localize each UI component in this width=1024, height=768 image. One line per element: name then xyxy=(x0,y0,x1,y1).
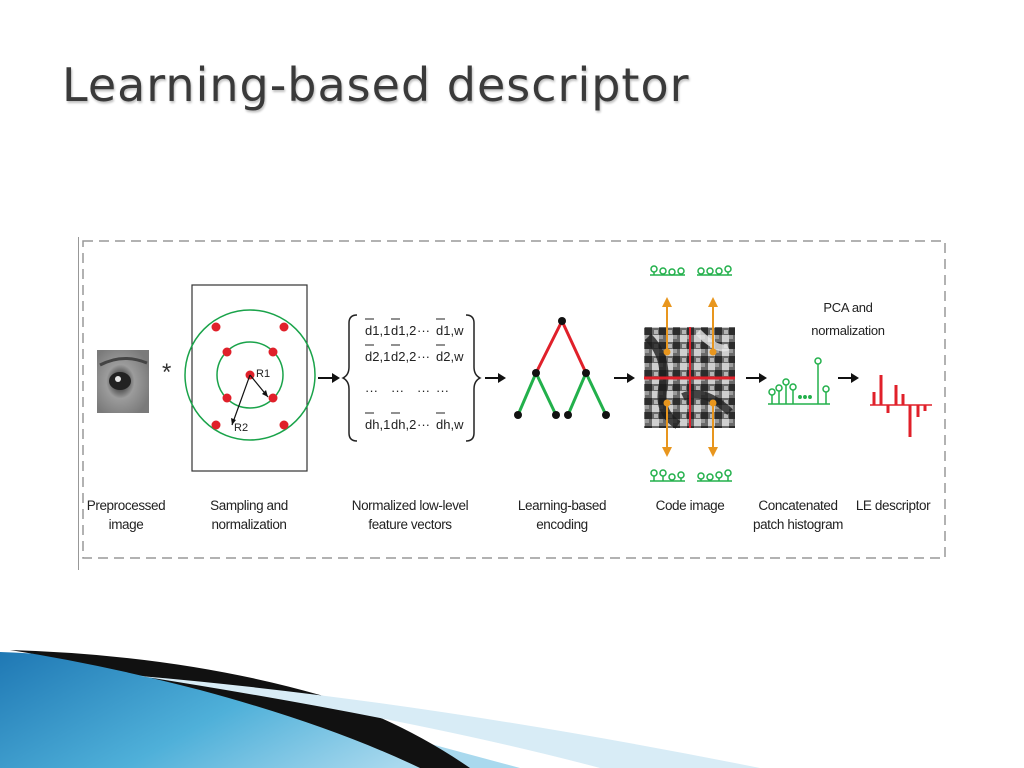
sampling-diagram: R1 R2 xyxy=(184,284,316,472)
matrix-cell: d2,1 xyxy=(365,349,390,364)
vector-bars xyxy=(365,318,445,414)
stage-label-le-descriptor: LE descriptor xyxy=(843,496,943,515)
matrix-cell: dh,w xyxy=(436,417,464,432)
le-descriptor-bars xyxy=(870,375,932,437)
matrix-cell: dh,1 xyxy=(365,417,390,432)
matrix-cell: ··· xyxy=(417,383,430,398)
radius-label-2: R2 xyxy=(234,422,248,434)
le-pipeline-figure: * R1 R2 xyxy=(78,237,950,572)
pca-label-line2: normalization xyxy=(811,323,884,338)
flow-arrow-2 xyxy=(485,373,506,383)
label-line: Normalized low-level xyxy=(351,498,469,513)
convolution-symbol: * xyxy=(162,359,171,386)
encoding-tree xyxy=(514,317,610,419)
label-line: encoding xyxy=(536,517,588,532)
label-line: Sampling and xyxy=(210,498,288,513)
label-line: Code image xyxy=(655,498,725,513)
label-line: Concatenated xyxy=(758,498,838,513)
stage-label-sampling: Sampling and normalization xyxy=(194,496,304,534)
matrix-cell: d1,1 xyxy=(365,323,390,338)
stage-label-histogram: Concatenated patch histogram xyxy=(743,496,853,534)
label-line: feature vectors xyxy=(368,517,452,532)
matrix-cell: d2,w xyxy=(436,349,464,364)
dashed-frame xyxy=(82,240,946,559)
flow-arrow-1 xyxy=(318,373,340,383)
slide-title: Learning-based descriptor xyxy=(62,58,690,112)
flow-arrow-4 xyxy=(746,373,767,383)
flow-arrow-5 xyxy=(838,373,859,383)
feature-vector-matrix: d1,1 d1,2 ··· d1,w d2,1 d2,2 ··· d2,w ··… xyxy=(341,314,482,442)
matrix-cell: d2,2 xyxy=(391,349,416,364)
matrix-cell: ··· xyxy=(417,417,430,432)
matrix-cell: ··· xyxy=(365,383,378,398)
patch-histograms xyxy=(650,265,732,482)
matrix-cell: d1,2 xyxy=(391,323,416,338)
matrix-cell: ··· xyxy=(417,323,430,338)
stage-label-encoding: Learning-based encoding xyxy=(507,496,617,534)
preprocessed-image xyxy=(97,350,149,413)
label-line: normalization xyxy=(211,517,287,532)
label-line: LE descriptor xyxy=(855,498,931,513)
label-line: Preprocessed xyxy=(86,498,166,513)
stage-label-code-image: Code image xyxy=(635,496,745,515)
flow-arrow-3 xyxy=(614,373,635,383)
label-line: Learning-based xyxy=(517,498,607,513)
matrix-cell: ··· xyxy=(436,383,449,398)
matrix-cell: ··· xyxy=(417,349,430,364)
pipeline-diagram: * R1 R2 xyxy=(78,237,946,570)
matrix-cell: d1,w xyxy=(436,323,464,338)
radius-label-1: R1 xyxy=(256,368,270,380)
label-line: image xyxy=(108,517,144,532)
label-line: patch histogram xyxy=(752,517,844,532)
pca-label-line1: PCA and xyxy=(823,300,872,315)
stage-label-feature-vectors: Normalized low-level feature vectors xyxy=(340,496,480,534)
concatenated-histogram xyxy=(768,357,830,405)
matrix-cell: ··· xyxy=(391,383,404,398)
code-image xyxy=(644,297,735,457)
stage-label-preprocessed-image: Preprocessed image xyxy=(71,496,181,534)
matrix-cell: dh,2 xyxy=(391,417,416,432)
